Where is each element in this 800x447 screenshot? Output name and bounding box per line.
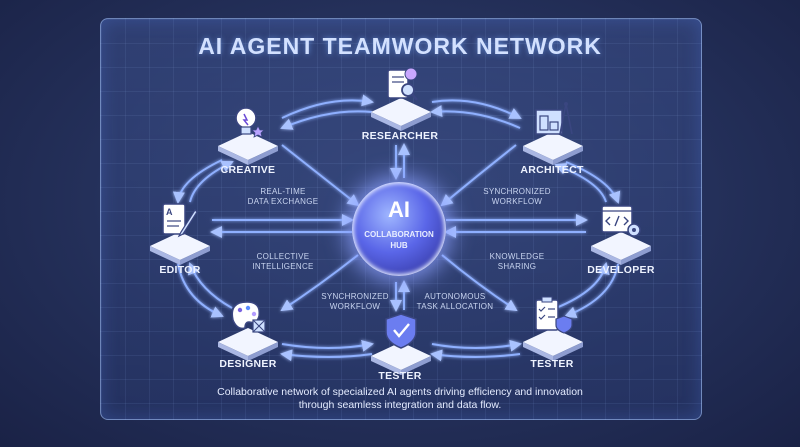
shield-check-icon [385,313,417,349]
flow-editor-designer [177,263,224,318]
note-sync-right-line2: WORKFLOW [491,197,543,206]
flow-developer-tester [564,263,619,318]
tester-right-node[interactable] [518,292,588,362]
code-window-icon [601,205,641,237]
spoke-designer [280,254,359,312]
hub-subtitle: COLLABORATION HUB [352,229,446,251]
note-sync-workflow-right: SYNCHRONIZED WORKFLOW [462,187,572,207]
editor-node[interactable]: A [145,196,215,266]
collaboration-hub[interactable] [352,182,446,276]
note-auto-line1: AUTONOMOUS [424,292,486,301]
note-autonomous-task: AUTONOMOUS TASK ALLOCATION [400,292,510,312]
note-knowledge-sharing: KNOWLEDGE SHARING [462,252,572,272]
note-knowledge-line2: SHARING [497,262,537,271]
flow-architect-developer [565,161,621,204]
note-sync-left-line1: SYNCHRONIZED [321,292,389,301]
note-auto-line2: TASK ALLOCATION [416,302,494,311]
note-sync-right-line1: SYNCHRONIZED [483,187,551,196]
note-collective-line2: INTELLIGENCE [252,262,314,271]
svg-text:A: A [166,207,173,217]
caption-line1: Collaborative network of specialized AI … [217,386,583,398]
edit-document-icon: A [162,203,198,238]
note-knowledge-line1: KNOWLEDGE [489,252,545,261]
flow-tester-tester [431,339,522,352]
spoke-tester-right [441,254,518,312]
checklist-shield-icon [535,296,573,334]
diagram-title: AI AGENT TEAMWORK NETWORK [198,33,602,59]
developer-label: DEVELOPER [587,264,655,276]
lightbulb-icon [235,107,265,138]
note-realtime-line1: REAL-TIME [260,187,306,196]
creative-node[interactable] [213,96,283,166]
flow-researcher-architect [431,99,522,119]
diagram-caption: Collaborative network of specialized AI … [160,386,640,412]
note-realtime-exchange: REAL-TIME DATA EXCHANGE [228,187,338,207]
researcher-label: RESEARCHER [361,130,439,142]
creative-label: CREATIVE [220,164,276,176]
note-sync-workflow-left: SYNCHRONIZED WORKFLOW [300,292,410,312]
note-sync-left-line2: WORKFLOW [329,302,381,311]
designer-label: DESIGNER [219,358,277,370]
flow-editor-creative [189,160,234,203]
architect-label: ARCHITECT [520,164,584,176]
designer-node[interactable] [213,292,283,362]
flow-developer-architect [554,163,607,203]
architect-node[interactable] [518,96,588,166]
hub-subtitle-line1: COLLABORATION [364,230,434,239]
flow-tester-developer [555,262,610,309]
flow-creative-researcher [281,94,374,119]
spoke-architect [440,144,517,207]
caption-line2: through seamless integration and data fl… [298,399,502,411]
tester-center-label: TESTER [378,370,422,382]
hub-subtitle-line2: HUB [390,241,408,250]
flow-tester2-tester [430,349,521,362]
palette-icon [231,301,266,333]
note-collective-intelligence: COLLECTIVE INTELLIGENCE [228,252,338,272]
hub-title: AI [388,197,410,222]
flow-architect-researcher [430,105,521,129]
flow-researcher-creative [280,110,373,130]
note-realtime-line2: DATA EXCHANGE [247,197,319,206]
tester-right-label: TESTER [530,358,574,370]
flow-designer-tester [281,339,374,352]
flow-creative-editor [172,159,223,204]
blueprint-icon [535,102,573,135]
research-document-icon [387,67,418,101]
tester-center-node[interactable] [366,306,436,376]
note-collective-line1: COLLECTIVE [256,252,310,261]
flow-designer-editor [187,262,233,309]
editor-label: EDITOR [159,264,201,276]
spoke-creative [281,144,360,207]
researcher-node[interactable] [366,62,436,132]
flow-tester-designer [280,349,373,362]
developer-node[interactable] [586,196,656,266]
